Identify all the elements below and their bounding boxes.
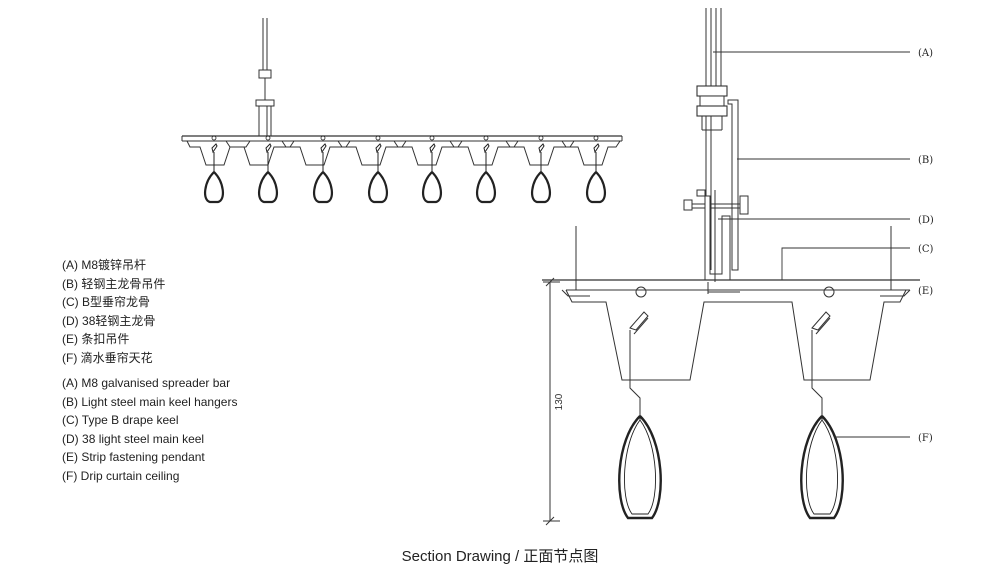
legend-item: (D) 38轻钢主龙骨: [62, 313, 156, 328]
overview-pendants: [204, 135, 606, 204]
callout-c: (C): [918, 244, 934, 255]
callout-b: (B): [918, 155, 933, 166]
legend-item: (F) 滴水垂帘天花: [62, 350, 153, 365]
legend-item: (C) B型垂帘龙骨: [62, 295, 151, 309]
callout-d: (D): [918, 215, 934, 226]
legend-item: (D) 38 light steel main keel: [62, 431, 205, 446]
legend-item: (E) Strip fastening pendant: [62, 450, 205, 464]
legend-item: (E) 条扣吊件: [62, 332, 130, 346]
detail-pendants: [618, 415, 844, 520]
legend-item: (C) Type B drape keel: [62, 413, 179, 427]
dimension-line: [543, 277, 560, 526]
callout-a: (A): [918, 48, 933, 59]
drawing-caption: Section Drawing / 正面节点图: [401, 548, 599, 565]
detail-drawing: [542, 8, 920, 420]
leader-lines: [710, 51, 910, 438]
callout-e: (E): [918, 286, 933, 297]
dimension-value: 130: [554, 393, 565, 410]
legend-item: (B) Light steel main keel hangers: [62, 394, 238, 409]
legend-item: (F) Drip curtain ceiling: [62, 468, 180, 483]
legend-item: (B) 轻钢主龙骨吊件: [62, 276, 166, 291]
legend-english: (A) M8 galvanised spreader bar (B) Light…: [62, 374, 237, 485]
legend-chinese: (A) M8镀锌吊杆 (B) 轻钢主龙骨吊件 (C) B型垂帘龙骨 (D) 38…: [62, 256, 165, 367]
legend-item: (A) M8 galvanised spreader bar: [62, 376, 231, 390]
callout-f: (F): [918, 433, 933, 444]
overview-drawing: [181, 18, 623, 166]
legend-item: (A) M8镀锌吊杆: [62, 258, 147, 272]
